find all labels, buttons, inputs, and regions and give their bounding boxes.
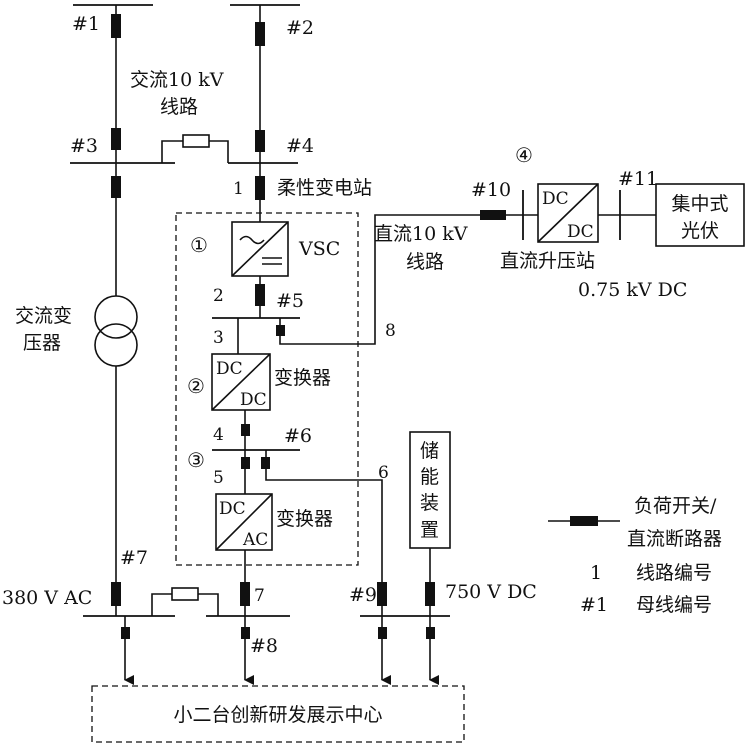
bus-2-label: #2 <box>286 17 314 39</box>
bus-3-label: #3 <box>70 135 98 157</box>
legend-bus-desc: 母线编号 <box>636 594 712 616</box>
legend-switch-label-2: 直流断路器 <box>627 528 722 550</box>
center-box <box>91 685 465 743</box>
dc-line-label-1: 直流10 kV <box>374 223 468 245</box>
center-label: 小二台创新研发展示中心 <box>173 704 382 726</box>
storage-label-2: 能 <box>420 466 439 488</box>
line-5-label: 5 <box>213 468 224 488</box>
dcdc-converter-top-text: DC <box>216 359 243 379</box>
circled-3: ③ <box>187 448 205 472</box>
pv-box <box>655 183 745 247</box>
switch-bus9 <box>377 582 387 606</box>
pv-label-2: 光伏 <box>681 220 719 242</box>
pv-label-1: 集中式 <box>671 193 728 215</box>
line-8 <box>279 214 480 345</box>
switch-bus7 <box>111 582 121 606</box>
dcdc-converter-bottom-text: DC <box>240 390 267 410</box>
bus-11-label: #11 <box>618 168 658 190</box>
bus-5-label: #5 <box>276 290 304 312</box>
legend-switch-symbol <box>570 516 598 526</box>
dcac-converter-top-text: DC <box>219 499 246 519</box>
flex-substation-boundary <box>175 212 359 566</box>
transformer-winding-2 <box>94 323 138 367</box>
bus-4-label: #4 <box>286 135 314 157</box>
dc-line-label-2: 线路 <box>406 251 444 273</box>
circled-4: ④ <box>515 143 533 167</box>
line-3-label: 3 <box>213 328 224 348</box>
circled-2: ② <box>187 374 205 398</box>
switch-bus3-lower <box>111 176 121 198</box>
tie-resistor-upper <box>182 134 210 148</box>
boost-converter-top-text: DC <box>542 189 569 209</box>
bus-9-label: #9 <box>349 584 377 606</box>
vsc-label: VSC <box>298 238 340 260</box>
switch-bus10 <box>480 210 506 220</box>
bus-6-label: #6 <box>284 425 312 447</box>
dcdc-converter-diagonal <box>211 353 271 411</box>
switch-line1 <box>255 176 265 200</box>
boost-converter-bottom-text: DC <box>567 222 594 242</box>
bus-10-label: #10 <box>471 179 511 201</box>
switch-bus3-upper <box>111 128 121 150</box>
tie-line-upper-right <box>209 140 229 163</box>
switch-bus1 <box>111 14 121 38</box>
storage-label-4: 置 <box>420 519 439 541</box>
voltage-075-label: 0.75 kV DC <box>578 279 687 301</box>
legend-bus-key: #1 <box>580 594 608 616</box>
legend-line-desc: 线路编号 <box>636 562 712 584</box>
tie-resistor-lower <box>171 587 199 601</box>
storage-label-1: 储 <box>420 440 439 462</box>
ac-transformer-label-2: 压器 <box>23 332 61 354</box>
line-8-label: 8 <box>385 321 396 341</box>
line-6-label: 6 <box>378 463 389 483</box>
tie-line-upper <box>161 140 183 163</box>
line-4-label: 4 <box>213 425 224 445</box>
dc750-label: 750 V DC <box>445 581 537 603</box>
storage-device-box <box>409 431 451 549</box>
dcac-converter-diagonal <box>215 493 273 551</box>
switch-load-dc2 <box>426 627 435 639</box>
legend-line-key: 1 <box>590 562 602 584</box>
converter-label-a: 变换器 <box>274 367 331 389</box>
switch-load-dc1 <box>378 627 387 639</box>
switch-line4 <box>241 424 250 436</box>
switch-bus5 <box>255 284 265 306</box>
circled-1: ① <box>190 233 208 257</box>
storage-label-3: 装 <box>420 492 439 514</box>
line-7-label: 7 <box>254 586 265 606</box>
bus-7-label: #7 <box>120 547 148 569</box>
flex-substation-label: 柔性变电站 <box>277 177 372 199</box>
tie-line-lower-right <box>198 593 219 616</box>
line-2-label: 2 <box>213 286 224 306</box>
transformer-winding-1 <box>94 295 138 339</box>
bus-8-label: #8 <box>250 635 278 657</box>
tie-line-lower <box>151 593 172 616</box>
switch-line7 <box>240 582 250 606</box>
switch-bus4-upper <box>255 130 265 152</box>
ac-transformer-label-1: 交流变 <box>15 305 72 327</box>
switch-bus8 <box>241 627 250 639</box>
ac-line-label-1: 交流10 kV <box>130 69 224 91</box>
switch-storage <box>425 582 435 606</box>
vsc-diagonal <box>231 221 289 277</box>
switch-bus2 <box>255 22 265 46</box>
converter-label-b: 变换器 <box>276 508 333 530</box>
vsc-ac-symbol <box>239 235 265 245</box>
dcac-converter-bottom-text: AC <box>242 530 268 550</box>
line-6 <box>265 450 383 616</box>
legend-switch-label-1: 负荷开关/ <box>634 495 717 517</box>
ac380-label: 380 V AC <box>2 587 92 609</box>
switch-load-left <box>121 627 130 639</box>
dc-boost-station-label: 直流升压站 <box>500 250 595 272</box>
line-1-label: 1 <box>233 179 244 199</box>
boost-converter-diagonal <box>537 183 599 243</box>
bus-1-label: #1 <box>72 13 100 35</box>
ac-line-label-2: 线路 <box>160 96 198 118</box>
